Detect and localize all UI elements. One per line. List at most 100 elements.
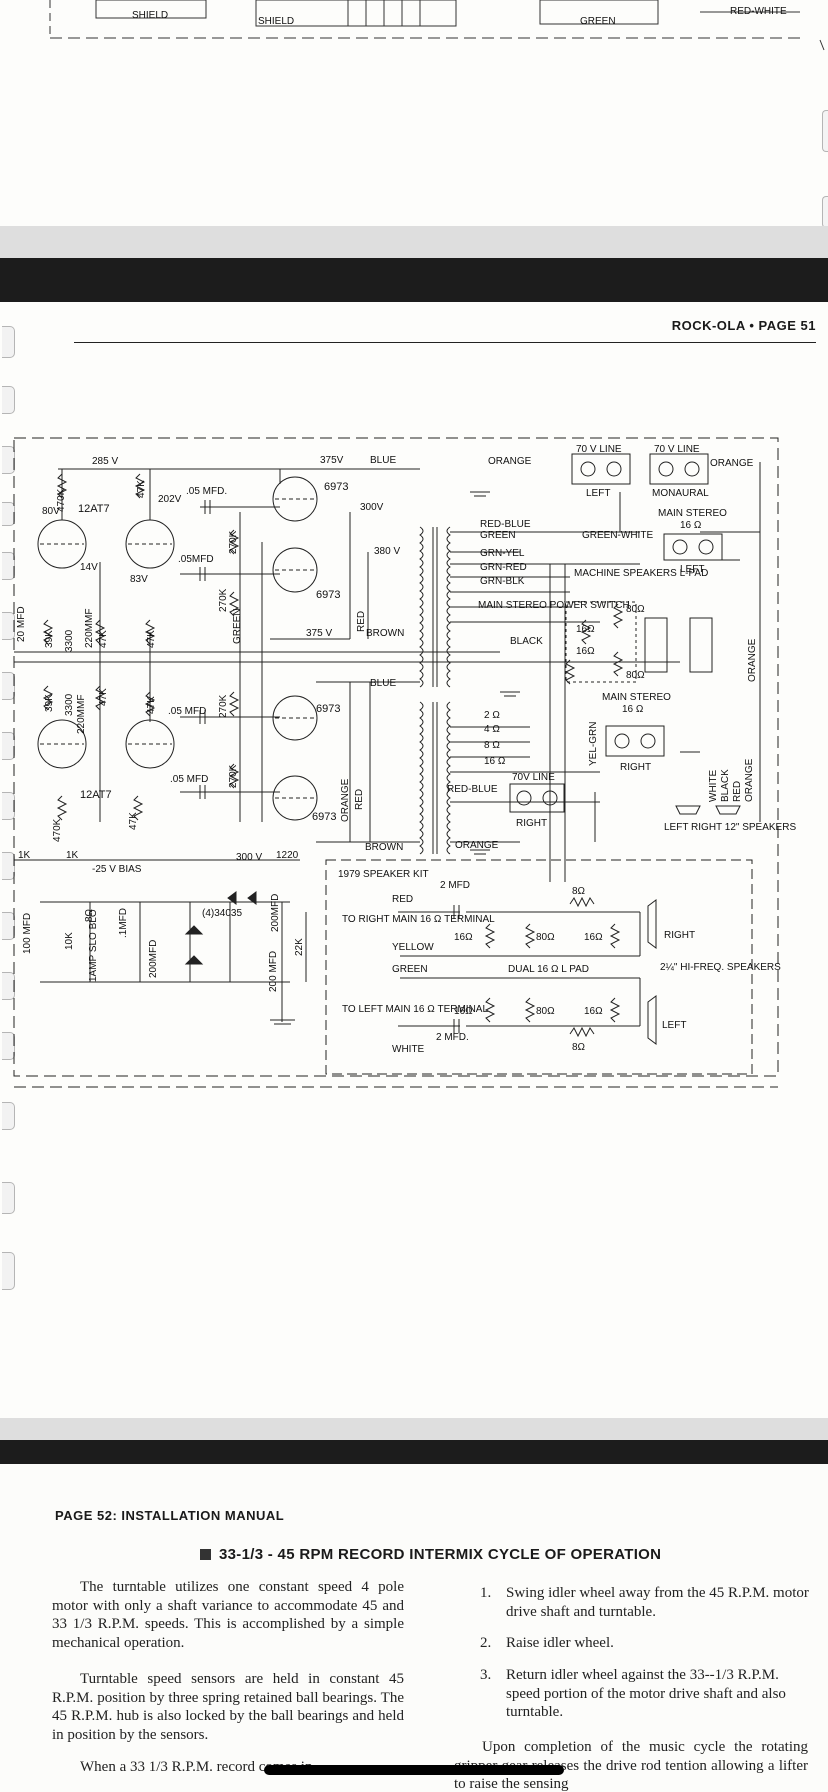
label-white-vertical: WHITE	[708, 769, 719, 802]
tube-12at7-bottom: 12AT7	[80, 789, 112, 801]
label-70v-line-mono: 70 V LINE	[654, 444, 700, 455]
tap-16ohm: 16 Ω	[484, 756, 506, 767]
binding-tab	[2, 386, 15, 414]
section-title-text: 33-1/3 - 45 RPM RECORD INTERMIX CYCLE OF…	[219, 1546, 662, 1563]
top-label-red-white: RED-WHITE	[730, 6, 787, 17]
tube-6973-b: 6973	[316, 589, 340, 601]
amplifier-schematic: 285 V 375V BLUE 375 V 300V 380 V 202V 80…	[13, 437, 796, 1088]
label-red-tube: RED	[354, 789, 365, 810]
cap-05-c: .05 MFD	[168, 706, 206, 717]
tube-6973-c: 6973	[316, 703, 340, 715]
header-rule	[74, 342, 816, 343]
res-270k-d: 270K	[228, 764, 239, 788]
cap-200mfd-c: 200MFD	[270, 894, 281, 932]
wire-blue-top: BLUE	[370, 455, 396, 466]
label-power-switch: MAIN STEREO POWER SWITCH	[478, 600, 630, 611]
label-yel-grn: YEL-GRN	[588, 722, 599, 766]
cap-05-a: .05 MFD.	[186, 486, 227, 497]
voltage-bias: -25 V BIAS	[92, 864, 142, 875]
cap-05-d: .05 MFD	[170, 774, 208, 785]
kit-yellow: YELLOW	[392, 942, 434, 953]
step-text: Return idler wheel against the 33--1/3 R…	[506, 1667, 786, 1720]
tube-6973-d: 6973	[312, 811, 336, 823]
cap-100mfd: 100 MFD	[22, 913, 33, 954]
res-3300-top: 3300	[64, 629, 75, 652]
wire-black: BLACK	[510, 636, 543, 647]
step-number: 3.	[480, 1667, 492, 1683]
left-column: The turntable utilizes one constant spee…	[52, 1578, 404, 1777]
voltage-14v: 14V	[80, 562, 98, 573]
wire-green-white: GREEN-WHITE	[582, 530, 653, 541]
lpad-80ohm-a: 80Ω	[626, 604, 645, 615]
label-red-vertical-2: RED	[356, 611, 367, 632]
res-270k-a: 270K	[228, 530, 239, 554]
res-39k-bottom: 39K	[44, 694, 55, 712]
kit-dual-lpad: DUAL 16 Ω L PAD	[508, 964, 589, 975]
kit-white: WHITE	[392, 1044, 425, 1055]
tap-2ohm: 2 Ω	[484, 710, 500, 721]
top-label-shield-2: SHIELD	[258, 16, 294, 27]
res-10k: 10K	[64, 932, 75, 950]
binding-tab	[2, 1252, 15, 1290]
res-1k-a: 1K	[18, 850, 31, 861]
page-gap	[0, 226, 828, 258]
label-green-vertical: GREEN	[232, 608, 243, 644]
wire-brown-bottom: BROWN	[365, 842, 403, 853]
kit-to-left: TO LEFT MAIN 16 Ω TERMINAL	[342, 1004, 488, 1015]
label-16ohm-right: 16 Ω	[622, 704, 644, 715]
label-right-main: RIGHT	[620, 762, 651, 773]
tap-8ohm: 8 Ω	[484, 740, 500, 751]
voltage-380v: 380 V	[374, 546, 400, 557]
res-3300-bottom: 3300	[64, 693, 75, 716]
res-47k-bottom: 47K	[128, 812, 139, 830]
res-8ohm-supply: 8Ω	[84, 908, 95, 922]
binding-tab	[2, 1182, 15, 1214]
fuse-1amp: 1AMP SLO BLO	[88, 909, 99, 982]
res-470k-top: 470K	[56, 488, 67, 512]
page-gap	[0, 1418, 828, 1440]
kit-r16-a: 16Ω	[454, 932, 473, 943]
wire-brown-top: BROWN	[366, 628, 404, 639]
voltage-202v: 202V	[158, 494, 182, 505]
res-1220: 1220	[276, 850, 299, 861]
label-orange-right: ORANGE	[710, 458, 754, 469]
wire-blue-bottom: BLUE	[370, 678, 396, 689]
kit-title: 1979 SPEAKER KIT	[338, 869, 429, 880]
paragraph-2: Turntable speed sensors are held in cons…	[52, 1671, 404, 1743]
wire-grn-yel: GRN-YEL	[480, 548, 525, 559]
home-indicator[interactable]	[264, 1765, 564, 1775]
lpad-80ohm-b: 80Ω	[626, 670, 645, 681]
cap-200mfd-b: 200 MFD	[268, 951, 279, 992]
label-left-top: LEFT	[586, 488, 610, 499]
section-title: 33-1/3 - 45 RPM RECORD INTERMIX CYCLE OF…	[200, 1546, 661, 1563]
wire-red-blue-bottom: RED-BLUE	[447, 784, 498, 795]
kit-right: RIGHT	[664, 930, 695, 941]
paragraph-3: When a 33 1/3 R.P.M. record comes in	[80, 1759, 313, 1775]
page-header: ROCK-OLA • PAGE 51	[671, 318, 816, 333]
cap-20mfd: 20 MFD	[16, 606, 27, 642]
page-header: PAGE 52: INSTALLATION MANUAL	[55, 1508, 285, 1523]
kit-cap-bottom: 2 MFD.	[436, 1032, 469, 1043]
label-16ohm-top: 16 Ω	[680, 520, 702, 531]
wire-red-blue: RED-BLUE	[480, 519, 531, 530]
label-orange-vertical: ORANGE	[747, 638, 758, 682]
lpad-16ohm-b: 16Ω	[576, 646, 595, 657]
label-black-vertical: BLACK	[720, 769, 731, 802]
page-51: ROCK-OLA • PAGE 51	[0, 302, 828, 1418]
step-number: 1.	[480, 1585, 492, 1601]
kit-hifreq: 2¼" HI-FREQ. SPEAKERS	[660, 961, 781, 973]
label-red-vertical: RED	[732, 781, 743, 802]
wire-grn-blk: GRN-BLK	[480, 576, 525, 587]
res-270k-b: 270K	[218, 588, 229, 612]
res-22k: 22K	[294, 938, 305, 956]
res-270k-c: 270K	[218, 694, 229, 718]
kit-cap-top: 2 MFD	[440, 880, 470, 891]
wire-orange-bottom: ORANGE	[455, 840, 499, 851]
right-edge-tab	[822, 196, 828, 226]
wire-orange-top: ORANGE	[488, 456, 532, 467]
res-470k-bottom: 470K	[52, 818, 63, 842]
top-schematic-fragment: SHIELD SHIELD GREEN RED-WHITE	[49, 0, 825, 51]
cap-200mfd-a: 200MFD	[148, 940, 159, 978]
kit-to-right: TO RIGHT MAIN 16 Ω TERMINAL	[342, 914, 495, 925]
page-separator	[0, 258, 828, 302]
